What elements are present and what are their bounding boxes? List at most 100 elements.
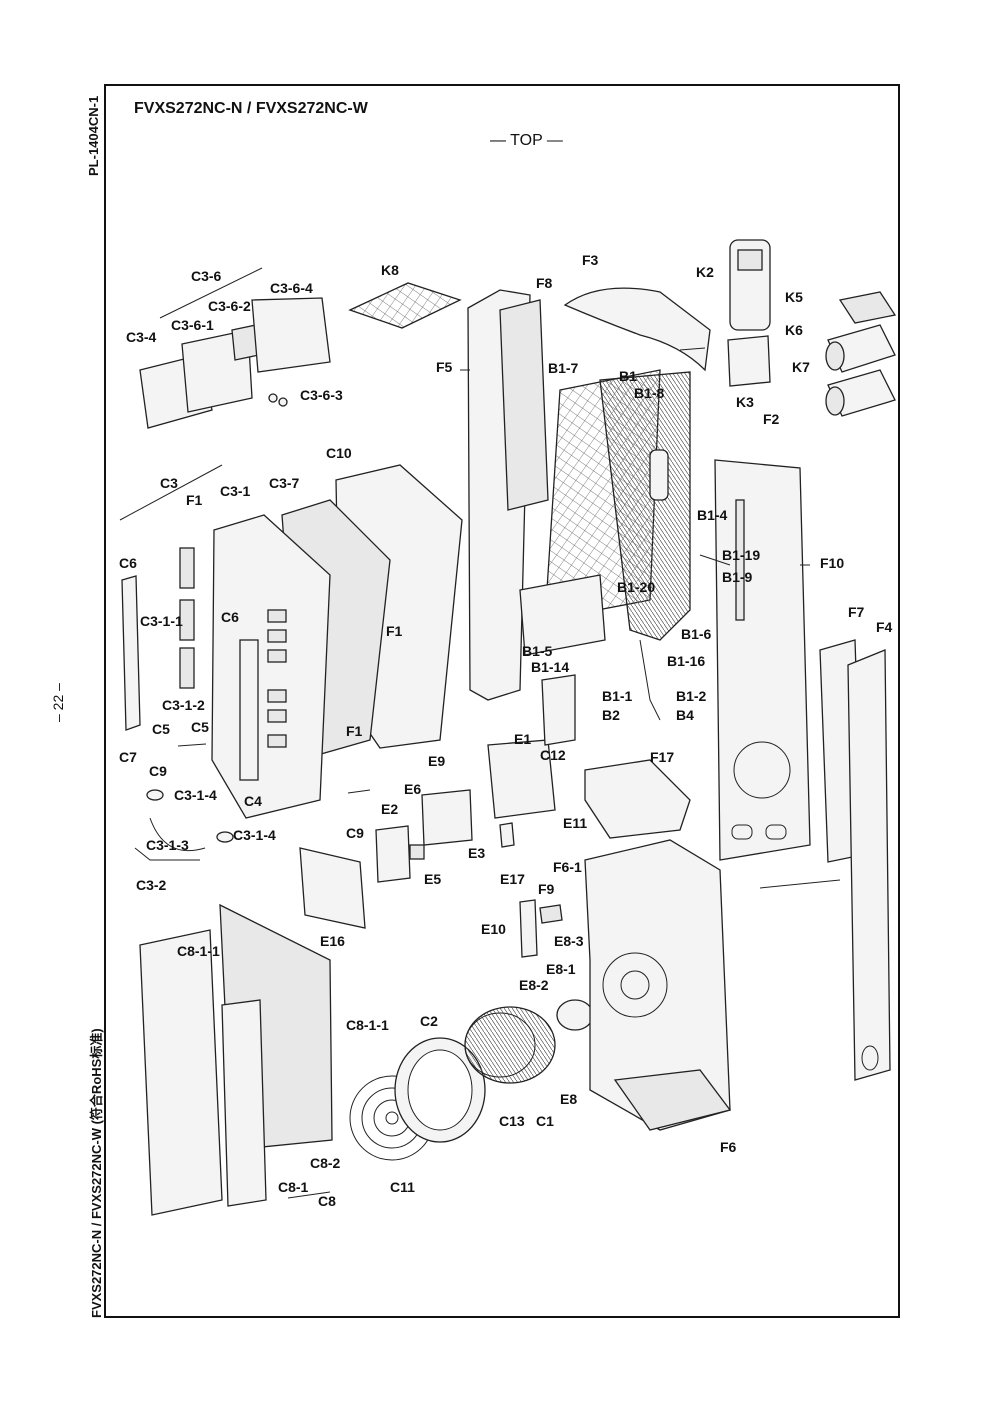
label-e17: E17	[500, 871, 525, 887]
label-e8-1: E8-1	[546, 961, 576, 977]
label-e2: E2	[381, 801, 398, 817]
part-b1	[599, 371, 691, 641]
part-f3	[563, 287, 711, 372]
label-f1-c: F1	[346, 723, 363, 739]
label-k3: K3	[736, 394, 754, 410]
label-e1: E1	[514, 731, 531, 747]
part-f8	[499, 299, 549, 511]
label-c6-a: C6	[119, 555, 137, 571]
part-c13	[464, 1006, 556, 1084]
label-f5: F5	[436, 359, 453, 375]
part-labels: C3-6 C3-6-4 C3-6-2 C3-6-1 C3-4 C3-6-3 K8…	[119, 252, 893, 1209]
part-e10	[519, 899, 538, 958]
part-e17	[499, 822, 515, 848]
label-b1-1: B1-1	[602, 688, 633, 704]
label-e11: E11	[563, 815, 587, 831]
part-e6	[421, 789, 473, 846]
part-b1-5	[519, 574, 606, 656]
part-b1-8	[649, 449, 669, 501]
part-c8-1	[139, 929, 223, 1216]
label-b1-14: B1-14	[531, 659, 569, 675]
label-c8-1: C8-1	[278, 1179, 309, 1195]
label-b1-2: B1-2	[676, 688, 707, 704]
label-e5: E5	[424, 871, 441, 887]
label-c5-a: C5	[152, 721, 170, 737]
label-c5-b: C5	[191, 719, 209, 735]
label-c4: C4	[244, 793, 262, 809]
label-c3-1-3: C3-1-3	[146, 837, 189, 853]
label-f6-1: F6-1	[553, 859, 582, 875]
display-panel-group	[139, 267, 331, 429]
label-f1-b: F1	[386, 623, 403, 639]
label-k2: K2	[696, 264, 714, 280]
part-e2	[375, 825, 411, 883]
label-c3-1: C3-1	[220, 483, 251, 499]
label-f4: F4	[876, 619, 893, 635]
label-k5: K5	[785, 289, 803, 305]
label-e16: E16	[320, 933, 345, 949]
label-c3-1-1: C3-1-1	[140, 613, 183, 629]
part-f4	[847, 649, 891, 1081]
label-c3-2: C3-2	[136, 877, 167, 893]
part-e8	[556, 999, 594, 1031]
label-c3-7: C3-7	[269, 475, 300, 491]
label-c11: C11	[390, 1179, 415, 1195]
part-f9	[539, 904, 563, 924]
label-c3-6-1: C3-6-1	[171, 317, 214, 333]
louver-blades	[179, 547, 195, 689]
label-b1-9: B1-9	[722, 569, 753, 585]
label-e8-3: E8-3	[554, 933, 584, 949]
label-b1: B1	[619, 368, 637, 384]
label-c6-b: C6	[221, 609, 239, 625]
label-f9: F9	[538, 881, 555, 897]
label-c8-2: C8-2	[310, 1155, 341, 1171]
label-c3-1-4-a: C3-1-4	[174, 787, 217, 803]
label-c3-4: C3-4	[126, 329, 157, 345]
label-f10: F10	[820, 555, 844, 571]
label-c8-1-1-a: C8-1-1	[177, 943, 220, 959]
label-c9-b: C9	[346, 825, 364, 841]
label-b1-6: B1-6	[681, 626, 712, 642]
label-b1-5: B1-5	[522, 643, 553, 659]
label-e6: E6	[404, 781, 421, 797]
part-e16	[299, 847, 366, 929]
part-c12	[541, 674, 576, 746]
label-b2: B2	[602, 707, 620, 723]
label-b1-7: B1-7	[548, 360, 579, 376]
label-f7: F7	[848, 604, 865, 620]
part-c7	[121, 575, 141, 731]
label-b1-20: B1-20	[617, 579, 655, 595]
part-f10	[714, 459, 811, 861]
part-k5	[838, 291, 897, 324]
label-c13: C13	[499, 1113, 525, 1129]
label-b1-19: B1-19	[722, 547, 760, 563]
label-e9: E9	[428, 753, 445, 769]
label-e10: E10	[481, 921, 506, 937]
drawing-frame	[104, 84, 900, 1318]
label-b1-4: B1-4	[697, 507, 728, 523]
model-title: FVXS272NC-N / FVXS272NC-W	[134, 100, 368, 117]
label-c8: C8	[318, 1193, 336, 1209]
leader-lines	[287, 347, 841, 1199]
label-k8: K8	[381, 262, 399, 278]
label-c3-6-2: C3-6-2	[208, 298, 251, 314]
label-e3: E3	[468, 845, 485, 861]
label-c2: C2	[420, 1013, 438, 1029]
part-c4	[239, 639, 259, 781]
label-b4: B4	[676, 707, 694, 723]
label-c8-1-1-b: C8-1-1	[346, 1017, 389, 1033]
label-e8-2: E8-2	[519, 977, 549, 993]
label-f2: F2	[763, 411, 780, 427]
label-c9-a: C9	[149, 763, 167, 779]
label-f6: F6	[720, 1139, 737, 1155]
grille-louvers	[267, 609, 287, 748]
label-c7: C7	[119, 749, 137, 765]
label-b1-16: B1-16	[667, 653, 705, 669]
part-k8	[348, 282, 462, 329]
label-c12: C12	[540, 747, 566, 763]
label-f1-a: F1	[186, 492, 203, 508]
part-c3-6-4	[251, 297, 331, 373]
part-f6	[584, 839, 731, 1131]
label-f8: F8	[536, 275, 553, 291]
